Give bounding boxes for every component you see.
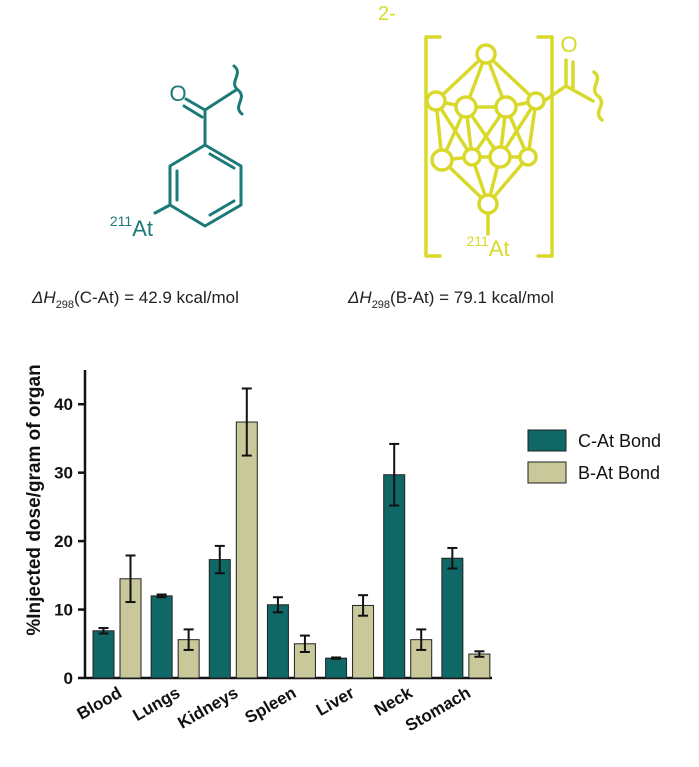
- enthalpy-caption-left: ΔH298(C-At) = 42.9 kcal/mol: [31, 288, 239, 311]
- astatine-label-left: 211At: [110, 213, 153, 241]
- legend-swatch: [527, 461, 567, 484]
- oxygen-label-right: O: [560, 32, 577, 57]
- boron-vertex: [430, 148, 454, 172]
- cage-carbonyl-bond: [542, 84, 568, 103]
- y-tick-label: 40: [54, 395, 73, 414]
- astatine-label-right: 211At: [466, 233, 509, 261]
- bar: [208, 559, 231, 679]
- benzene-ring: [168, 143, 243, 228]
- boron-vertex: [526, 91, 546, 111]
- bar: [266, 604, 289, 679]
- wavy-attachment-line: [592, 70, 604, 122]
- attachment-bond: [564, 84, 595, 103]
- x-tick-label: Spleen: [242, 683, 300, 727]
- decaborate-cage-structure: [424, 35, 604, 258]
- x-tick-label: Liver: [313, 683, 358, 720]
- y-tick-label: 20: [54, 532, 73, 551]
- bar: [150, 595, 173, 679]
- boron-vertex: [462, 147, 482, 167]
- y-axis-label: %Injected dose/gram of organ: [24, 364, 45, 635]
- boron-vertex: [477, 193, 499, 215]
- bar: [441, 557, 464, 679]
- y-tick-label: 10: [54, 601, 73, 620]
- y-tick-label: 30: [54, 464, 73, 483]
- bar: [92, 630, 115, 679]
- x-tick-label: Blood: [74, 683, 125, 724]
- boron-vertex: [494, 95, 518, 119]
- ring-double-bond: [208, 199, 236, 217]
- legend-swatch: [527, 429, 567, 452]
- astatobenzoyl-structure: [153, 64, 244, 228]
- boron-vertex: [454, 95, 478, 119]
- attachment-bond: [203, 88, 238, 112]
- bar: [235, 421, 258, 679]
- y-tick-label: 0: [64, 669, 73, 688]
- right-bracket: [536, 35, 554, 258]
- boron-vertex: [518, 147, 538, 167]
- oxygen-label-left: O: [169, 81, 186, 106]
- legend-label: C-At Bond: [578, 431, 661, 451]
- boron-vertex: [488, 145, 512, 169]
- ring-double-bond: [208, 152, 236, 170]
- boron-vertex: [425, 90, 447, 112]
- carbonyl-double-bond: [184, 97, 207, 112]
- left-bracket: [424, 35, 442, 258]
- charge-label: 2-: [378, 3, 396, 25]
- x-tick-label: Kidneys: [175, 683, 242, 733]
- c-at-bond: [153, 203, 172, 215]
- carbonyl-double-bond: [182, 104, 204, 119]
- bar: [325, 657, 348, 679]
- x-tick-label: Stomach: [402, 683, 474, 735]
- boron-vertex: [475, 43, 497, 65]
- wavy-attachment-line: [232, 64, 244, 116]
- legend-label: B-At Bond: [578, 463, 660, 483]
- enthalpy-caption-right: ΔH298(B-At) = 79.1 kcal/mol: [347, 288, 554, 311]
- biodistribution-chart: %Injected dose/gram of organ 0 10 20 30 40Bl…: [24, 364, 661, 735]
